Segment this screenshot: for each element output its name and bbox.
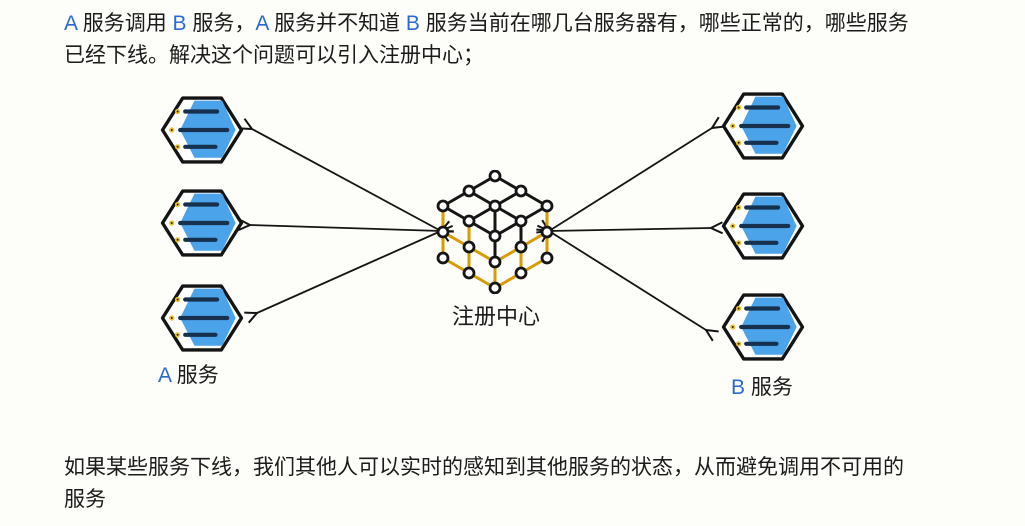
intro-text: 服务当前在哪几台服务器有，哪些正常的，哪些服务 bbox=[419, 12, 909, 35]
conclusion-line-2: 服务 bbox=[64, 488, 106, 511]
intro-text: 服务调用 bbox=[76, 12, 173, 35]
registry-label: 注册中心 bbox=[451, 304, 540, 329]
service-a-word: 服务 bbox=[170, 364, 219, 387]
term-service-a: A bbox=[255, 12, 269, 35]
service-b-instance-3-hexagon-icon bbox=[721, 290, 805, 364]
service-b-instance-1-hexagon-icon bbox=[721, 89, 805, 163]
term-service-b: B bbox=[172, 12, 187, 35]
registry-lattice-cube-icon bbox=[436, 170, 554, 294]
conclusion-line-1: 如果某些服务下线，我们其他人可以实时的感知到其他服务的状态，从而避免调用不可用的 bbox=[64, 456, 904, 479]
intro-line-1: A 服务调用 B 服务，A 服务并不知道 B 服务当前在哪几台服务器有，哪些正常… bbox=[64, 8, 979, 40]
service-a-letter: A bbox=[158, 364, 171, 387]
term-service-a: A bbox=[64, 12, 77, 35]
arrow-registry-to-a1 bbox=[239, 118, 454, 242]
arrow-registry-to-b2 bbox=[536, 221, 724, 238]
intro-line-2: 已经下线。解决这个问题可以引入注册中心； bbox=[64, 44, 484, 67]
intro-text: 服务并不知道 bbox=[268, 12, 406, 35]
intro-paragraph: A 服务调用 B 服务，A 服务并不知道 B 服务当前在哪几台服务器有，哪些正常… bbox=[64, 8, 979, 72]
service-b-word: 服务 bbox=[745, 376, 793, 399]
service-b-instance-2-hexagon-icon bbox=[721, 189, 805, 263]
intro-text: 服务， bbox=[186, 12, 256, 35]
service-b-group-label: B 服务 bbox=[731, 371, 793, 401]
arrow-registry-to-a2 bbox=[237, 218, 454, 238]
term-service-b: B bbox=[405, 12, 420, 35]
arrow-registry-to-b3 bbox=[536, 219, 719, 342]
service-b-letter: B bbox=[731, 376, 746, 399]
service-a-instance-3-hexagon-icon bbox=[160, 281, 244, 355]
arrow-registry-to-a3 bbox=[244, 220, 454, 324]
conclusion-paragraph: 如果某些服务下线，我们其他人可以实时的感知到其他服务的状态，从而避免调用不可用的… bbox=[64, 452, 979, 516]
service-a-instance-2-hexagon-icon bbox=[160, 186, 244, 260]
arrow-registry-to-b1 bbox=[536, 116, 725, 243]
service-a-instance-1-hexagon-icon bbox=[160, 93, 244, 167]
service-a-group-label: A 服务 bbox=[158, 359, 219, 389]
